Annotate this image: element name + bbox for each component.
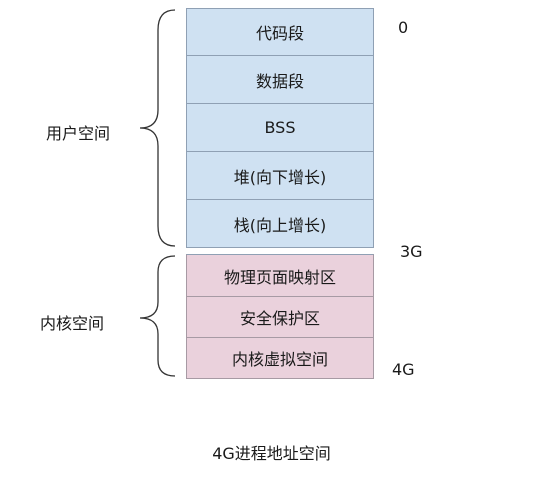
diagram-caption: 4G进程地址空间 <box>212 444 331 463</box>
user-space-label: 用户空间 <box>46 124 111 143</box>
segment-data: 数据段 <box>186 56 374 104</box>
segment-bss: BSS <box>186 104 374 152</box>
user-space-brace <box>139 9 176 247</box>
segment-code: 代码段 <box>186 8 374 56</box>
segment-heap: 堆(向下增长) <box>186 152 374 200</box>
segment-stack: 栈(向上增长) <box>186 200 374 248</box>
kernel-space-brace <box>139 255 176 377</box>
kernel-space-label: 内核空间 <box>40 314 105 333</box>
address-bottom-label: 4G <box>392 360 415 379</box>
segment-kernel-virtual: 内核虚拟空间 <box>186 338 374 379</box>
address-top-label: 0 <box>398 18 409 37</box>
segment-security-guard: 安全保护区 <box>186 297 374 338</box>
segment-physical-mapping: 物理页面映射区 <box>186 254 374 297</box>
address-mid-label: 3G <box>400 242 423 261</box>
address-space-stack: 代码段 数据段 BSS 堆(向下增长) 栈(向上增长) 物理页面映射区 安全保护… <box>186 8 374 379</box>
